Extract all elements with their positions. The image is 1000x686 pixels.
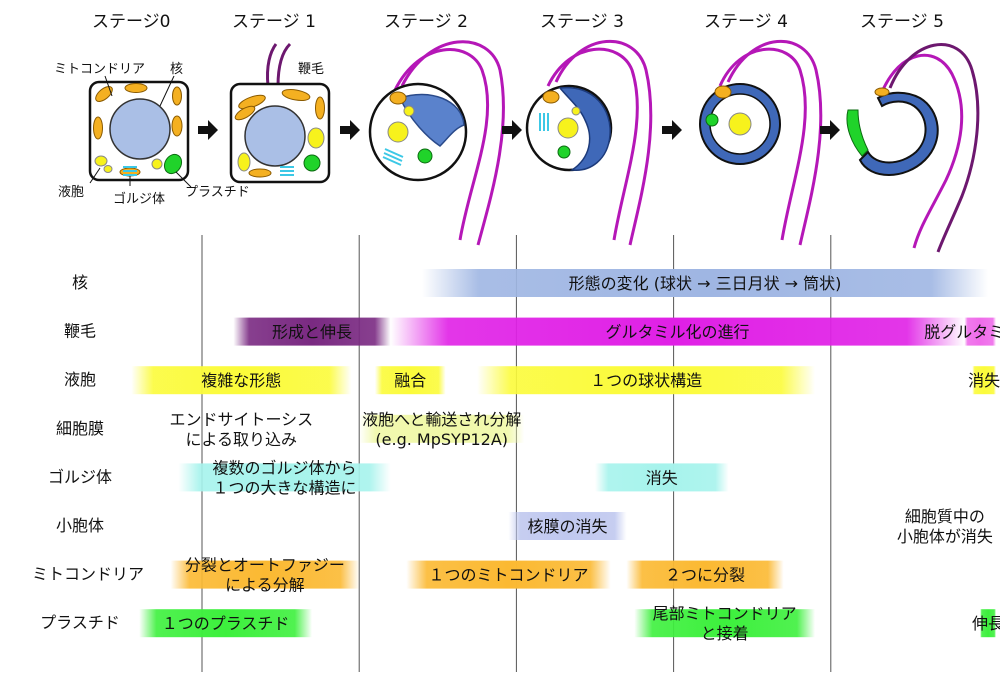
band-label: 複数のゴルジ体から <box>213 458 357 477</box>
band-label: 尾部ミトコンドリア <box>653 604 797 623</box>
timeline-band <box>634 609 816 638</box>
stage-title-0: ステージ0 <box>92 12 170 32</box>
timeline-band <box>595 463 729 492</box>
timeline-band <box>178 463 391 492</box>
row-label: プラスチド <box>40 613 120 632</box>
band-label: による取り込み <box>186 430 298 449</box>
stage-arrows <box>198 120 840 140</box>
arrow-3-4 <box>662 120 682 140</box>
timeline-band <box>131 366 352 395</box>
band-label: 核膜の消失 <box>527 517 607 536</box>
row-label: ゴルジ体 <box>48 467 112 486</box>
timeline-band <box>139 609 313 638</box>
stage-title-3: ステージ 3 <box>540 12 624 32</box>
timeline-band <box>406 560 611 589</box>
stage-title-4: ステージ 4 <box>704 12 788 32</box>
band-label: グルタミル化の進行 <box>606 323 750 342</box>
row-label: 核 <box>72 273 88 292</box>
timeline-band <box>508 512 627 540</box>
cell-stage-1 <box>229 42 331 184</box>
band-label: による分解 <box>225 576 305 595</box>
stage-title-5: ステージ 5 <box>860 12 944 32</box>
band-label: １つの大きな構造に <box>213 478 357 497</box>
arrow-1-2 <box>340 120 360 140</box>
row-label: 液胞 <box>64 370 96 389</box>
timeline-bands: 形態の変化 (球状 → 三日月状 → 筒状) 形成と伸長 グルタミル化の進行 脱グルタ… <box>131 269 1000 643</box>
timeline-band <box>374 366 446 395</box>
stage0-nucleus <box>109 98 171 160</box>
cell-stage-0 <box>88 80 190 182</box>
label-golgi: ゴルジ体 <box>113 191 165 207</box>
cell-stage-4 <box>699 39 823 246</box>
band-label: (e.g. MpSYP12A) <box>375 430 508 449</box>
band-label: 液胞へと輸送され分解 <box>362 410 521 429</box>
row-label: 小胞体 <box>56 516 104 535</box>
timeline-band <box>359 414 525 443</box>
label-flagellum: 鞭毛 <box>298 62 324 77</box>
arrow-2-3 <box>502 120 522 140</box>
timeline-band <box>390 317 965 346</box>
timeline-band <box>233 317 391 346</box>
band-label: と接着 <box>701 624 749 643</box>
stage0-leaders <box>89 75 192 188</box>
row-label: 鞭毛 <box>64 322 96 341</box>
band-label: 細胞質中の <box>905 507 985 526</box>
timeline-band <box>170 560 360 589</box>
label-plastid: プラスチド <box>185 185 250 200</box>
arrow-4-5 <box>820 120 840 140</box>
band-label: １つのミトコンドリア <box>429 566 589 585</box>
timeline-band <box>972 366 996 395</box>
label-vacuole: 液胞 <box>58 185 84 200</box>
band-label: エンドサイトーシス <box>169 410 313 429</box>
band-label: １つのプラスチド <box>162 614 290 633</box>
timeline-band <box>626 560 784 589</box>
label-nucleus: 核 <box>170 62 183 77</box>
band-label: 脱グルタミル化 <box>924 323 1000 342</box>
band-label: 伸長 <box>972 614 1000 633</box>
arrow-0-1 <box>198 120 218 140</box>
timeline-band <box>964 317 996 346</box>
band-label: ２つに分裂 <box>665 566 745 585</box>
cell-stage-5 <box>846 43 980 253</box>
band-label: 消失 <box>646 468 678 487</box>
band-label: 複雑な形態 <box>201 371 281 390</box>
stage-dividers <box>201 235 832 672</box>
timeline-band <box>422 269 989 297</box>
cell-stage-2 <box>368 40 505 246</box>
row-label: 細胞膜 <box>56 419 104 438</box>
stage0-mitochondria <box>95 86 113 102</box>
timeline-band <box>477 366 816 395</box>
cell-stage-3 <box>525 39 653 246</box>
row-label: ミトコンドリア <box>32 565 144 584</box>
stage-titles: ステージ0 ステージ 1 ステージ 2 ステージ 3 ステージ 4 ステージ 5 <box>92 12 944 32</box>
stage-title-1: ステージ 1 <box>232 12 316 32</box>
band-label: 融合 <box>394 371 426 390</box>
label-mitochondria: ミトコンドリア <box>54 62 145 77</box>
band-label: 小胞体が消失 <box>897 527 993 546</box>
band-label: １つの球状構造 <box>590 371 702 390</box>
stage-title-2: ステージ 2 <box>384 12 468 32</box>
band-label: 消失 <box>968 371 1000 390</box>
band-label: 分裂とオートファジー <box>185 556 345 575</box>
band-label: 形成と伸長 <box>272 323 352 342</box>
timeline-band <box>980 609 996 638</box>
band-label: 形態の変化 (球状 → 三日月状 → 筒状) <box>569 274 842 293</box>
